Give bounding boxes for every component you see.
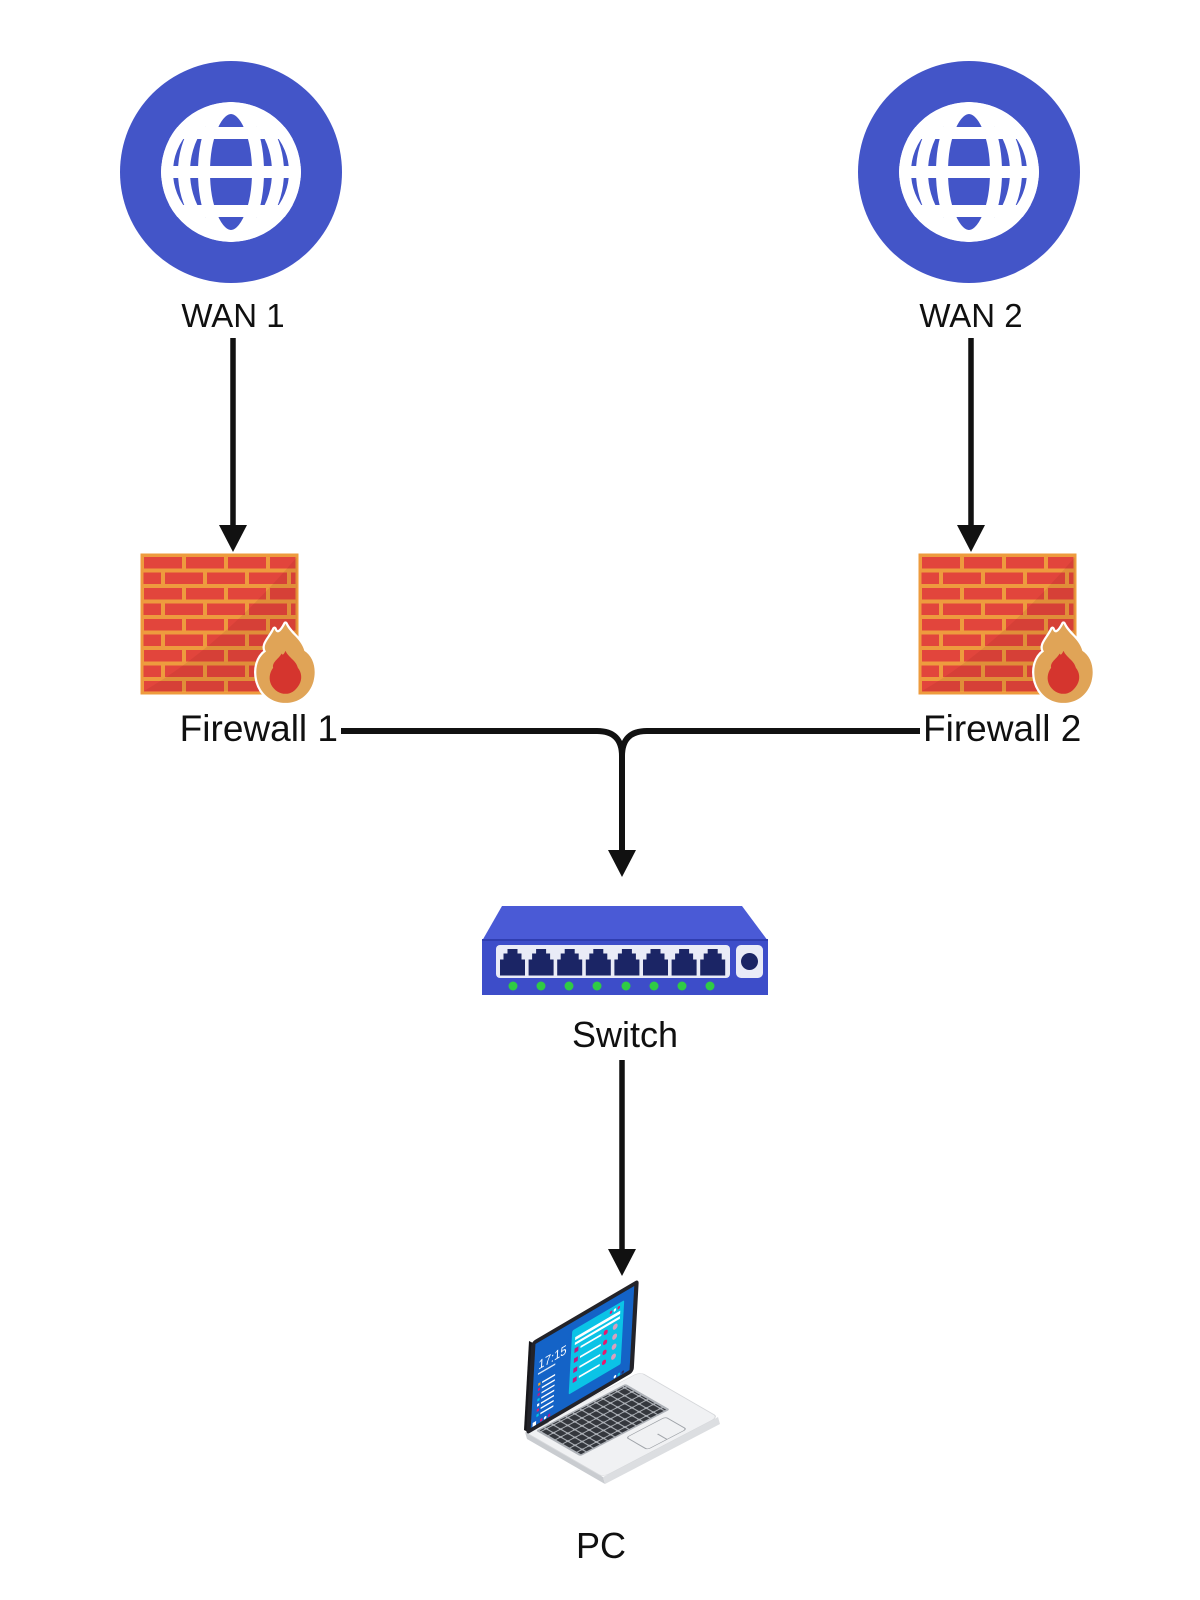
firewall1-label: Firewall 1	[180, 708, 338, 749]
firewall1-icon	[142, 555, 315, 703]
wan1-label: WAN 1	[181, 297, 284, 334]
keyboard-keys	[539, 1385, 667, 1455]
wan2-globe-icon	[858, 61, 1080, 283]
screen-app-window	[568, 1300, 625, 1395]
connector-firewalls-to-switch	[341, 728, 920, 858]
switch-icon	[482, 906, 768, 995]
port-strip	[496, 945, 730, 978]
pc-laptop-icon: 17:15	[524, 1280, 720, 1484]
switch-label: Switch	[572, 1014, 678, 1055]
screen-sidebar-list	[536, 1373, 556, 1418]
power-button	[741, 953, 758, 970]
firewall2-icon	[920, 555, 1093, 703]
pc-label: PC	[576, 1525, 626, 1566]
led-lights	[508, 981, 715, 991]
wan2-label: WAN 2	[919, 297, 1022, 334]
firewall2-label: Firewall 2	[923, 708, 1081, 749]
screen-taskbar	[532, 1370, 625, 1427]
wan1-globe-icon	[120, 61, 342, 283]
